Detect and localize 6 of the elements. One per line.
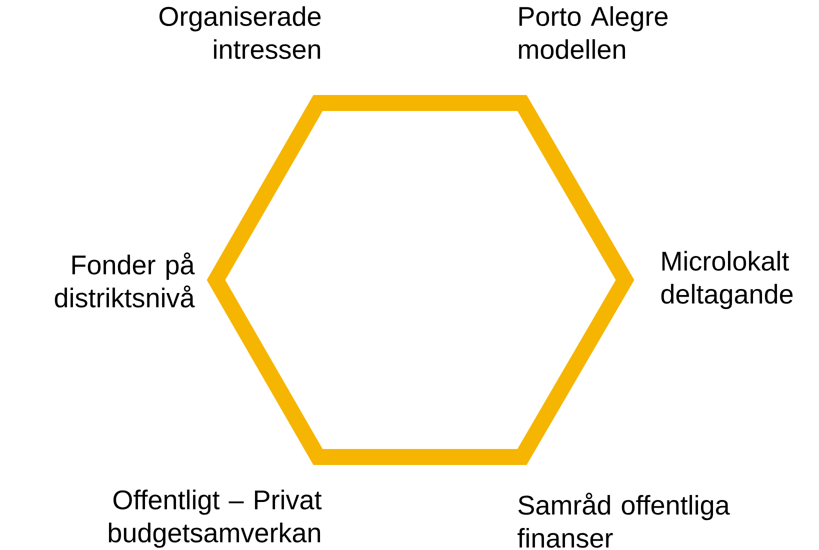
label: Organiserade intressen bbox=[160, 6, 321, 60]
label: Samråd offentliga finanser bbox=[518, 492, 730, 548]
label: Fonder på distriktsnivå bbox=[54, 252, 195, 308]
label: Microlokalt deltagande bbox=[661, 250, 793, 310]
label: Porto Alegre modellen bbox=[519, 6, 668, 60]
label: Offentligt – Privat budgetsamverkan bbox=[108, 490, 322, 548]
